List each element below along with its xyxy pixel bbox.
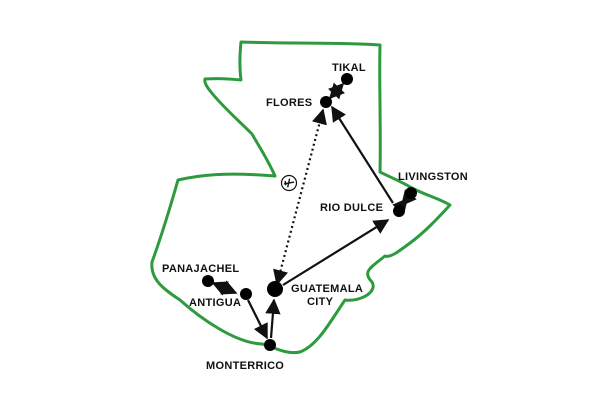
city-marker-rio-dulce [393,205,405,217]
city-label-antigua: ANTIGUA [189,297,241,309]
route-antigua-monterrico [247,299,268,340]
city-marker-tikal [341,73,353,85]
city-marker-panajachel [202,275,214,287]
route-guatemala-riodulce [282,219,390,286]
city-label-rio-dulce: RIO DULCE [320,202,383,214]
route-flores-tikal [327,82,346,100]
city-marker-monterrico [264,339,276,351]
route-panajachel-antigua [211,280,238,296]
city-marker-guatemala-city [267,281,283,297]
city-marker-flores [320,96,332,108]
city-label-monterrico: MONTERRICO [206,360,284,372]
route-riodulce-livingston [392,189,417,215]
city-marker-livingston [405,187,417,199]
city-label-flores: FLORES [266,97,312,109]
city-label-tikal: TIKAL [332,62,366,74]
city-label-panajachel: PANAJACHEL [162,263,239,275]
route-flight-flores-guatemala [273,108,327,286]
route-riodulce-flores [331,105,394,204]
route-monterrico-guatemala [265,298,281,339]
city-label-livingston: LIVINGSTON [398,171,468,183]
airplane-icon [280,174,298,192]
city-marker-antigua [240,288,252,300]
city-label-guatemala-city: GUATEMALA [291,283,363,295]
country-border [150,40,452,355]
city-label-guatemala-city-line2: CITY [307,296,334,308]
